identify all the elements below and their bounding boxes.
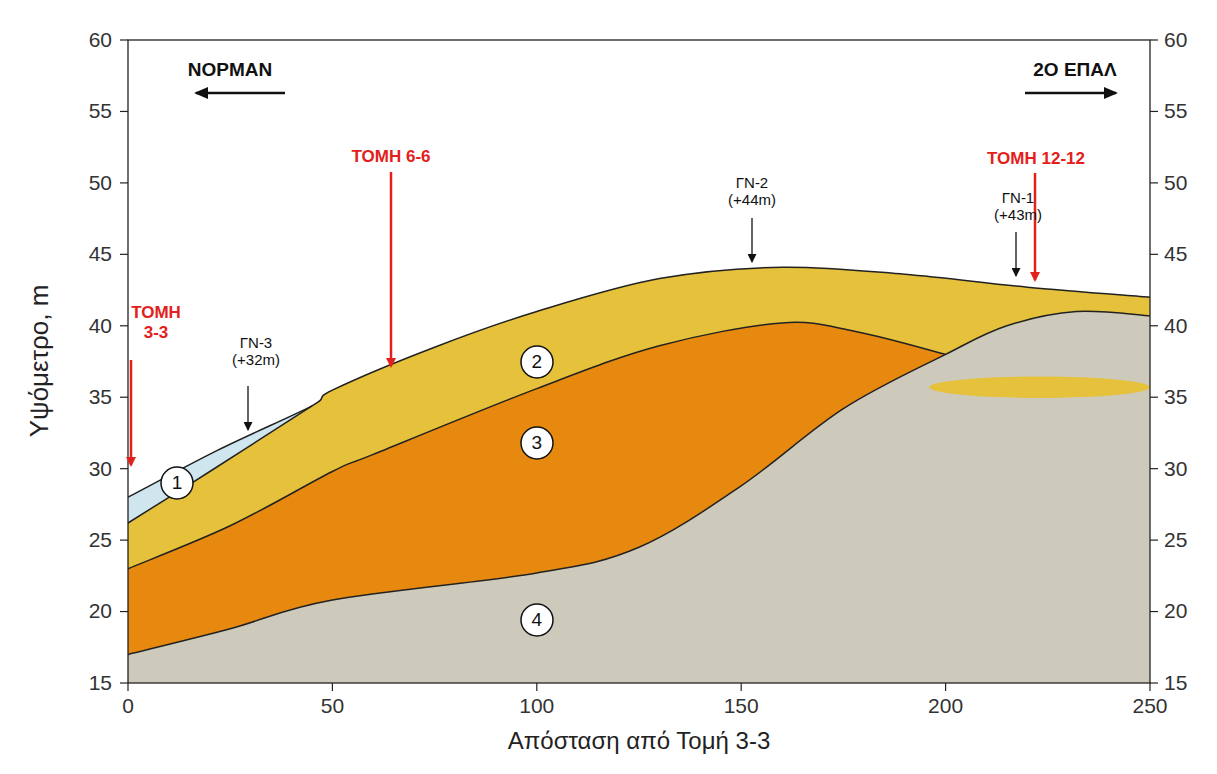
layer-callout: 4 [520, 603, 554, 637]
section-arrow [130, 360, 133, 465]
axis-tick-label: 15 [1164, 671, 1187, 695]
tick [120, 325, 128, 326]
borehole-label: ΓΝ-3 (+32m) [225, 334, 287, 369]
callout-number: 3 [532, 432, 543, 454]
tick [741, 683, 742, 691]
layer-boundary [128, 406, 312, 523]
axis-title: Απόσταση από Τομή 3-3 [508, 727, 771, 755]
callout-circle-outline [161, 467, 193, 499]
axis-tick-label: 35 [89, 385, 112, 409]
borehole-pointer [751, 218, 752, 262]
tick [127, 683, 128, 691]
axis-tick-label: 100 [519, 694, 554, 718]
tick [1149, 683, 1150, 691]
axis-tick-label: 200 [928, 694, 963, 718]
axis-tick-label: 45 [1164, 242, 1187, 266]
tick [1150, 182, 1158, 183]
callout-number: 1 [172, 472, 183, 494]
tick [1150, 682, 1158, 683]
axis-tick-label: 35 [1164, 385, 1187, 409]
tick [120, 611, 128, 612]
axis-tick-label: 50 [89, 171, 112, 195]
axis-tick-label: 30 [89, 457, 112, 481]
axis-tick-label: 40 [89, 314, 112, 338]
plot-frame [128, 40, 1150, 683]
tick [120, 540, 128, 541]
layer-callout: 3 [520, 426, 554, 460]
tick [1150, 397, 1158, 398]
borehole-label: ΓΝ-1 (+43m) [987, 189, 1049, 224]
tick [1150, 111, 1158, 112]
tick [945, 683, 946, 691]
layer-1-fill [128, 406, 312, 523]
tick [1150, 254, 1158, 255]
tick [536, 683, 537, 691]
tick [332, 683, 333, 691]
tick [120, 682, 128, 683]
direction-arrow [1025, 92, 1116, 95]
layer-2-fill [128, 267, 1150, 683]
tick [1150, 468, 1158, 469]
axis-tick-label: 55 [89, 99, 112, 123]
tick [1150, 611, 1158, 612]
tick [1150, 39, 1158, 40]
layer-callout: 2 [520, 345, 554, 379]
direction-label: 2Ο ΕΠΑΛ [1033, 59, 1116, 81]
layer-callout: 1 [160, 466, 194, 500]
axis-tick-label: 50 [321, 694, 344, 718]
borehole-pointer [247, 386, 248, 430]
tick [120, 182, 128, 183]
axis-tick-label: 250 [1132, 694, 1167, 718]
tick [1150, 540, 1158, 541]
axis-tick-label: 40 [1164, 314, 1187, 338]
tick [120, 111, 128, 112]
axis-tick-label: 150 [724, 694, 759, 718]
callout-circle-outline [521, 604, 553, 636]
tick [120, 468, 128, 469]
callout-circle-outline [521, 346, 553, 378]
axis-tick-label: 25 [89, 528, 112, 552]
axis-tick-label: 60 [89, 28, 112, 52]
callout-number: 4 [532, 609, 543, 631]
axis-tick-label: 45 [89, 242, 112, 266]
layer-boundary [128, 311, 1150, 654]
section-label: ΤΟΜΗ 3-3 [126, 303, 186, 342]
tick [120, 397, 128, 398]
axis-tick-label: 0 [122, 694, 134, 718]
section-arrow [390, 172, 393, 366]
axis-tick-label: 60 [1164, 28, 1187, 52]
tick [120, 254, 128, 255]
tick [120, 39, 128, 40]
axis-tick-label: 30 [1164, 457, 1187, 481]
section-label: ΤΟΜΗ 6-6 [351, 147, 430, 167]
borehole-label: ΓΝ-2 (+44m) [721, 174, 783, 209]
direction-label: ΝΟΡΜΑΝ [188, 59, 272, 81]
layer-boundary [128, 267, 1150, 497]
axis-tick-label: 20 [1164, 599, 1187, 623]
axis-tick-label: 25 [1164, 528, 1187, 552]
axis-tick-label: 50 [1164, 171, 1187, 195]
axis-title: Υψόμετρο, m [25, 285, 55, 438]
layer-boundary [128, 322, 946, 568]
sand-lens [929, 377, 1150, 398]
borehole-pointer [1015, 232, 1016, 276]
axis-tick-label: 15 [89, 671, 112, 695]
section-label: ΤΟΜΗ 12-12 [987, 149, 1085, 169]
axis-tick-label: 55 [1164, 99, 1187, 123]
tick [1150, 325, 1158, 326]
layer-4-fill [128, 311, 1150, 683]
callout-number: 2 [532, 351, 543, 373]
axis-tick-label: 20 [89, 599, 112, 623]
callout-circle-outline [521, 427, 553, 459]
direction-arrow [196, 92, 285, 95]
